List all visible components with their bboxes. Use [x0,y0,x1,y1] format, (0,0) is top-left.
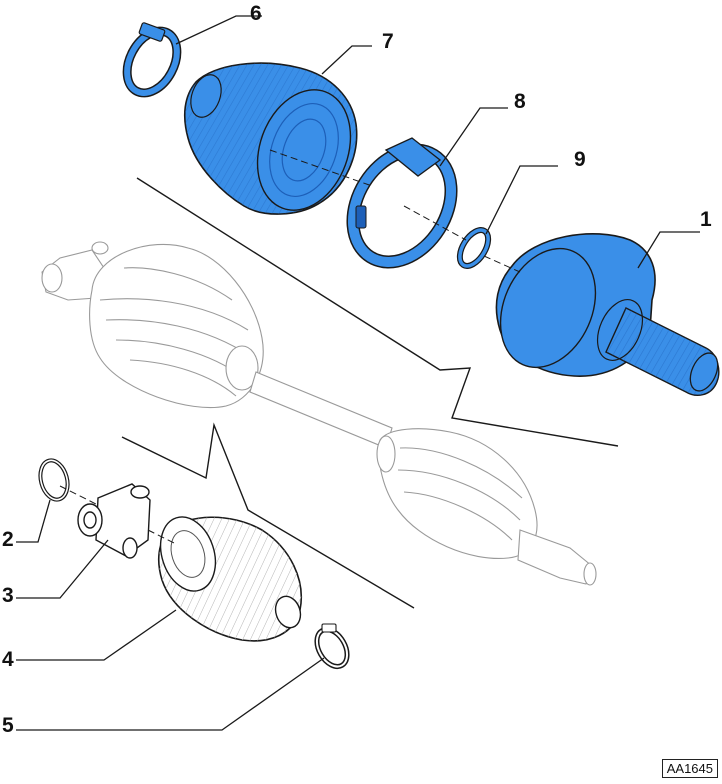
part-2-circlip [38,458,70,502]
leader-1 [637,231,700,269]
part-6-boot-clamp [122,22,182,98]
part-5-boot-clamp [314,623,350,669]
part-3-tripod [77,483,151,559]
leader-lines [16,15,700,731]
leader-5 [16,657,325,731]
leader-8 [439,107,508,167]
reference-code-label: AA1645 [666,761,713,776]
leader-7 [321,45,372,75]
ghost-outer-stub [517,529,593,585]
leader-3 [16,539,109,599]
callout-2: 2 [2,528,14,551]
break-line-lower [121,422,415,609]
leader-2 [16,499,51,543]
leader-9 [485,165,558,235]
leader-6 [175,15,262,45]
ghost-shaft [249,371,393,449]
leader-4 [16,609,177,661]
part-8-large-boot-clamp [346,137,458,269]
callout-7: 7 [382,30,394,53]
callout-8: 8 [514,90,526,113]
callout-9: 9 [574,148,586,171]
part-4-inner-boot [157,516,302,642]
callout-5: 5 [2,714,14,737]
part-1-cv-joint [495,233,720,396]
break-line-upper [136,177,619,447]
callout-4: 4 [2,648,14,671]
callout-3: 3 [2,584,14,607]
part-9-circlip [456,227,492,269]
part-7-outer-boot [183,62,358,215]
callout-6: 6 [250,2,262,25]
reference-code-box: AA1645 [661,759,718,778]
assembled-driveshaft-ghost [41,241,597,586]
assembly-axis-lines [59,149,521,545]
callout-1: 1 [700,208,712,231]
